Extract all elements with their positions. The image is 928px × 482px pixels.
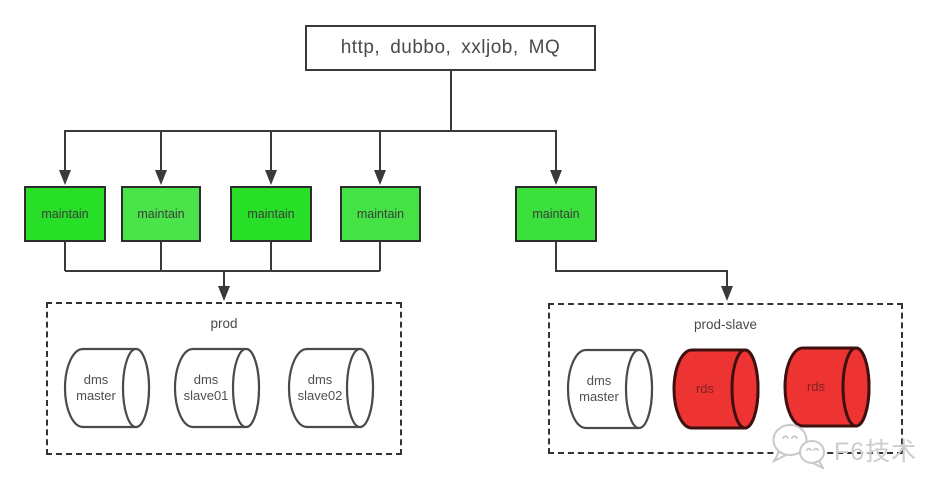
db-cylinder-rds-1: rds [672, 348, 760, 430]
arrowheads [59, 170, 733, 301]
maintain-node-label: maintain [356, 207, 405, 221]
maintain-node-label: maintain [247, 207, 295, 221]
db-label: rds [806, 378, 826, 394]
db-label: dms slave02 [297, 371, 343, 403]
db-cylinder-dms-slave01: dms slave01 [173, 347, 261, 429]
maintain-node-3: maintain [230, 186, 312, 242]
db-label: dms slave01 [183, 371, 229, 403]
db-cylinder-dms-master: dms master [63, 347, 151, 429]
maintain-node-1: maintain [24, 186, 106, 242]
db-label: rds [695, 380, 715, 396]
entry-node-label: http, dubbo, xxljob, MQ [340, 37, 561, 58]
cylinder-shape [63, 347, 151, 429]
maintain-node-label: maintain [532, 207, 580, 221]
maintain-node-4: maintain [340, 186, 421, 242]
maintain-node-label: maintain [41, 207, 89, 221]
watermark-text: F6技术 [834, 438, 918, 466]
cluster-prod-label: prod [210, 316, 238, 331]
cylinder-shape [173, 347, 261, 429]
maintain-node-2: maintain [121, 186, 201, 242]
cylinder-shape [287, 347, 375, 429]
maintain-node-5: maintain [515, 186, 597, 242]
cylinder-shape [672, 348, 760, 430]
db-cylinder-dms-slave02: dms slave02 [287, 347, 375, 429]
db-cylinder-dms-master-slave: dms master [566, 348, 654, 430]
db-cylinder-rds-2: rds [783, 346, 871, 428]
cylinder-shape [783, 346, 871, 428]
db-label: dms master [76, 371, 116, 403]
cylinder-shape [566, 348, 654, 430]
maintain-node-label: maintain [137, 207, 185, 221]
cluster-prod-slave-label: prod-slave [693, 317, 758, 332]
entry-node: http, dubbo, xxljob, MQ [305, 25, 596, 71]
watermark: F6技术 [768, 421, 917, 469]
cluster-prod: prod [46, 302, 402, 455]
wechat-icon [771, 424, 825, 469]
cluster-prod-slave: prod-slave [548, 303, 903, 454]
db-label: dms master [579, 372, 619, 404]
